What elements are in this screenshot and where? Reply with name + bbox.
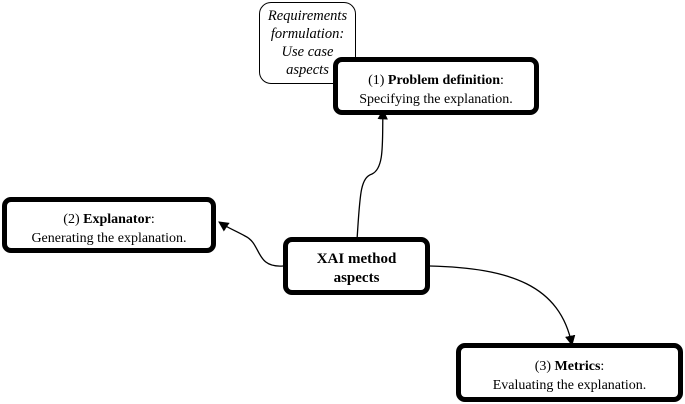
explanator-number: (2) — [63, 212, 80, 227]
metrics-number: (3) — [534, 359, 552, 374]
arrow-to-explanator — [218, 221, 284, 267]
requirements-line-1: Requirements — [267, 8, 348, 24]
center-line-2: aspects — [333, 270, 380, 286]
explanator-box: (2) Explanator: Generating the explanati… — [2, 197, 216, 253]
metrics-title: Metrics — [554, 359, 601, 374]
metrics-box: (3) Metrics: Evaluating the explanation. — [456, 343, 683, 402]
metrics-description: Evaluating the explanation. — [492, 378, 647, 393]
arrow-to-problem-definition — [356, 108, 388, 241]
explanator-colon: : — [150, 212, 155, 227]
problem-definition-heading: (1) Problem definition: — [338, 71, 534, 90]
problem-definition-title: Problem definition — [387, 73, 501, 88]
metrics-heading: (3) Metrics: — [461, 357, 678, 376]
requirements-line-3: Use case — [281, 44, 334, 60]
arrow-to-metrics — [429, 265, 576, 347]
explanator-title: Explanator — [83, 212, 151, 227]
problem-definition-box: (1) Problem definition: Specifying the e… — [333, 57, 539, 115]
problem-definition-description: Specifying the explanation. — [359, 92, 513, 107]
metrics-colon: : — [600, 359, 605, 374]
requirements-line-2: formulation: — [270, 26, 345, 42]
xai-method-aspects-box: XAI method aspects — [283, 237, 430, 295]
requirements-line-4: aspects — [286, 62, 329, 78]
explanator-description: Generating the explanation. — [31, 231, 187, 246]
explanator-heading: (2) Explanator: — [7, 210, 211, 229]
problem-definition-colon: : — [500, 73, 504, 88]
center-line-1: XAI method — [316, 251, 397, 267]
problem-definition-number: (1) — [368, 73, 385, 88]
requirements-box: Requirements formulation: Use case aspec… — [259, 2, 356, 84]
